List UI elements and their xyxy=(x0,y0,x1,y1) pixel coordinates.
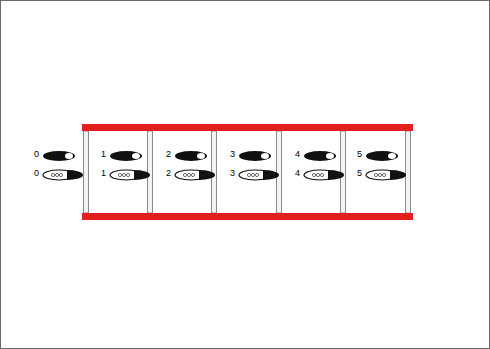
step-number: 0 xyxy=(34,149,39,159)
shoe-tread xyxy=(183,173,186,176)
black-shoe xyxy=(175,151,207,161)
shoe-tread xyxy=(191,173,194,176)
shoe-tread xyxy=(59,173,62,176)
step-number: 1 xyxy=(101,149,106,159)
shoe-heel xyxy=(199,170,215,180)
white-shoe xyxy=(175,170,215,180)
shoe-heel xyxy=(67,170,83,180)
step-number: 4 xyxy=(295,149,300,159)
shoe-toe xyxy=(197,153,205,159)
black-shoe xyxy=(239,151,271,161)
shoe-tread xyxy=(247,173,250,176)
shoe-tread xyxy=(374,173,377,176)
ladder-rail xyxy=(82,124,413,131)
step-number: 1 xyxy=(101,168,106,178)
step-number: 4 xyxy=(295,168,300,178)
white-shoe xyxy=(43,170,83,180)
shoe-toe xyxy=(326,153,334,159)
step-number: 3 xyxy=(230,168,235,178)
shoe-tread xyxy=(255,173,258,176)
step-number: 5 xyxy=(357,149,362,159)
black-shoe xyxy=(366,151,398,161)
shoe-toe xyxy=(65,153,73,159)
white-shoe xyxy=(239,170,279,180)
shoe-tread xyxy=(251,173,254,176)
shoe-tread xyxy=(118,173,121,176)
shoe-sole xyxy=(304,151,336,161)
shoe-heel xyxy=(263,170,279,180)
shoe-tread xyxy=(312,173,315,176)
black-shoe xyxy=(43,151,75,161)
step-number: 0 xyxy=(34,168,39,178)
ladder-rail xyxy=(82,213,413,220)
shoe-tread xyxy=(382,173,385,176)
shoe-heel xyxy=(328,170,344,180)
shoe-tread xyxy=(126,173,129,176)
shoe-toe xyxy=(261,153,269,159)
ladder-rung xyxy=(148,131,153,213)
step-number: 2 xyxy=(166,149,171,159)
shoe-sole xyxy=(366,151,398,161)
footprints xyxy=(43,151,406,180)
shoe-tread xyxy=(55,173,58,176)
step-number: 3 xyxy=(230,149,235,159)
shoe-sole xyxy=(175,151,207,161)
ladder-rung xyxy=(341,131,346,213)
ladder-rung xyxy=(212,131,217,213)
shoe-sole xyxy=(239,151,271,161)
shoe-tread xyxy=(316,173,319,176)
step-number: 5 xyxy=(357,168,362,178)
shoe-toe xyxy=(132,153,140,159)
shoe-sole xyxy=(43,151,75,161)
ladder-rung xyxy=(84,131,89,213)
white-shoe xyxy=(110,170,150,180)
shoe-tread xyxy=(378,173,381,176)
shoe-heel xyxy=(134,170,150,180)
white-shoe xyxy=(304,170,344,180)
shoe-heel xyxy=(390,170,406,180)
step-number: 2 xyxy=(166,168,171,178)
shoe-toe xyxy=(388,153,396,159)
ladder-rungs xyxy=(84,131,411,213)
black-shoe xyxy=(304,151,336,161)
black-shoe xyxy=(110,151,142,161)
shoe-sole xyxy=(110,151,142,161)
ladder-rung xyxy=(277,131,282,213)
shoe-tread xyxy=(187,173,190,176)
shoe-tread xyxy=(51,173,54,176)
ladder-rung xyxy=(406,131,411,213)
shoe-tread xyxy=(320,173,323,176)
white-shoe xyxy=(366,170,406,180)
shoe-tread xyxy=(122,173,125,176)
